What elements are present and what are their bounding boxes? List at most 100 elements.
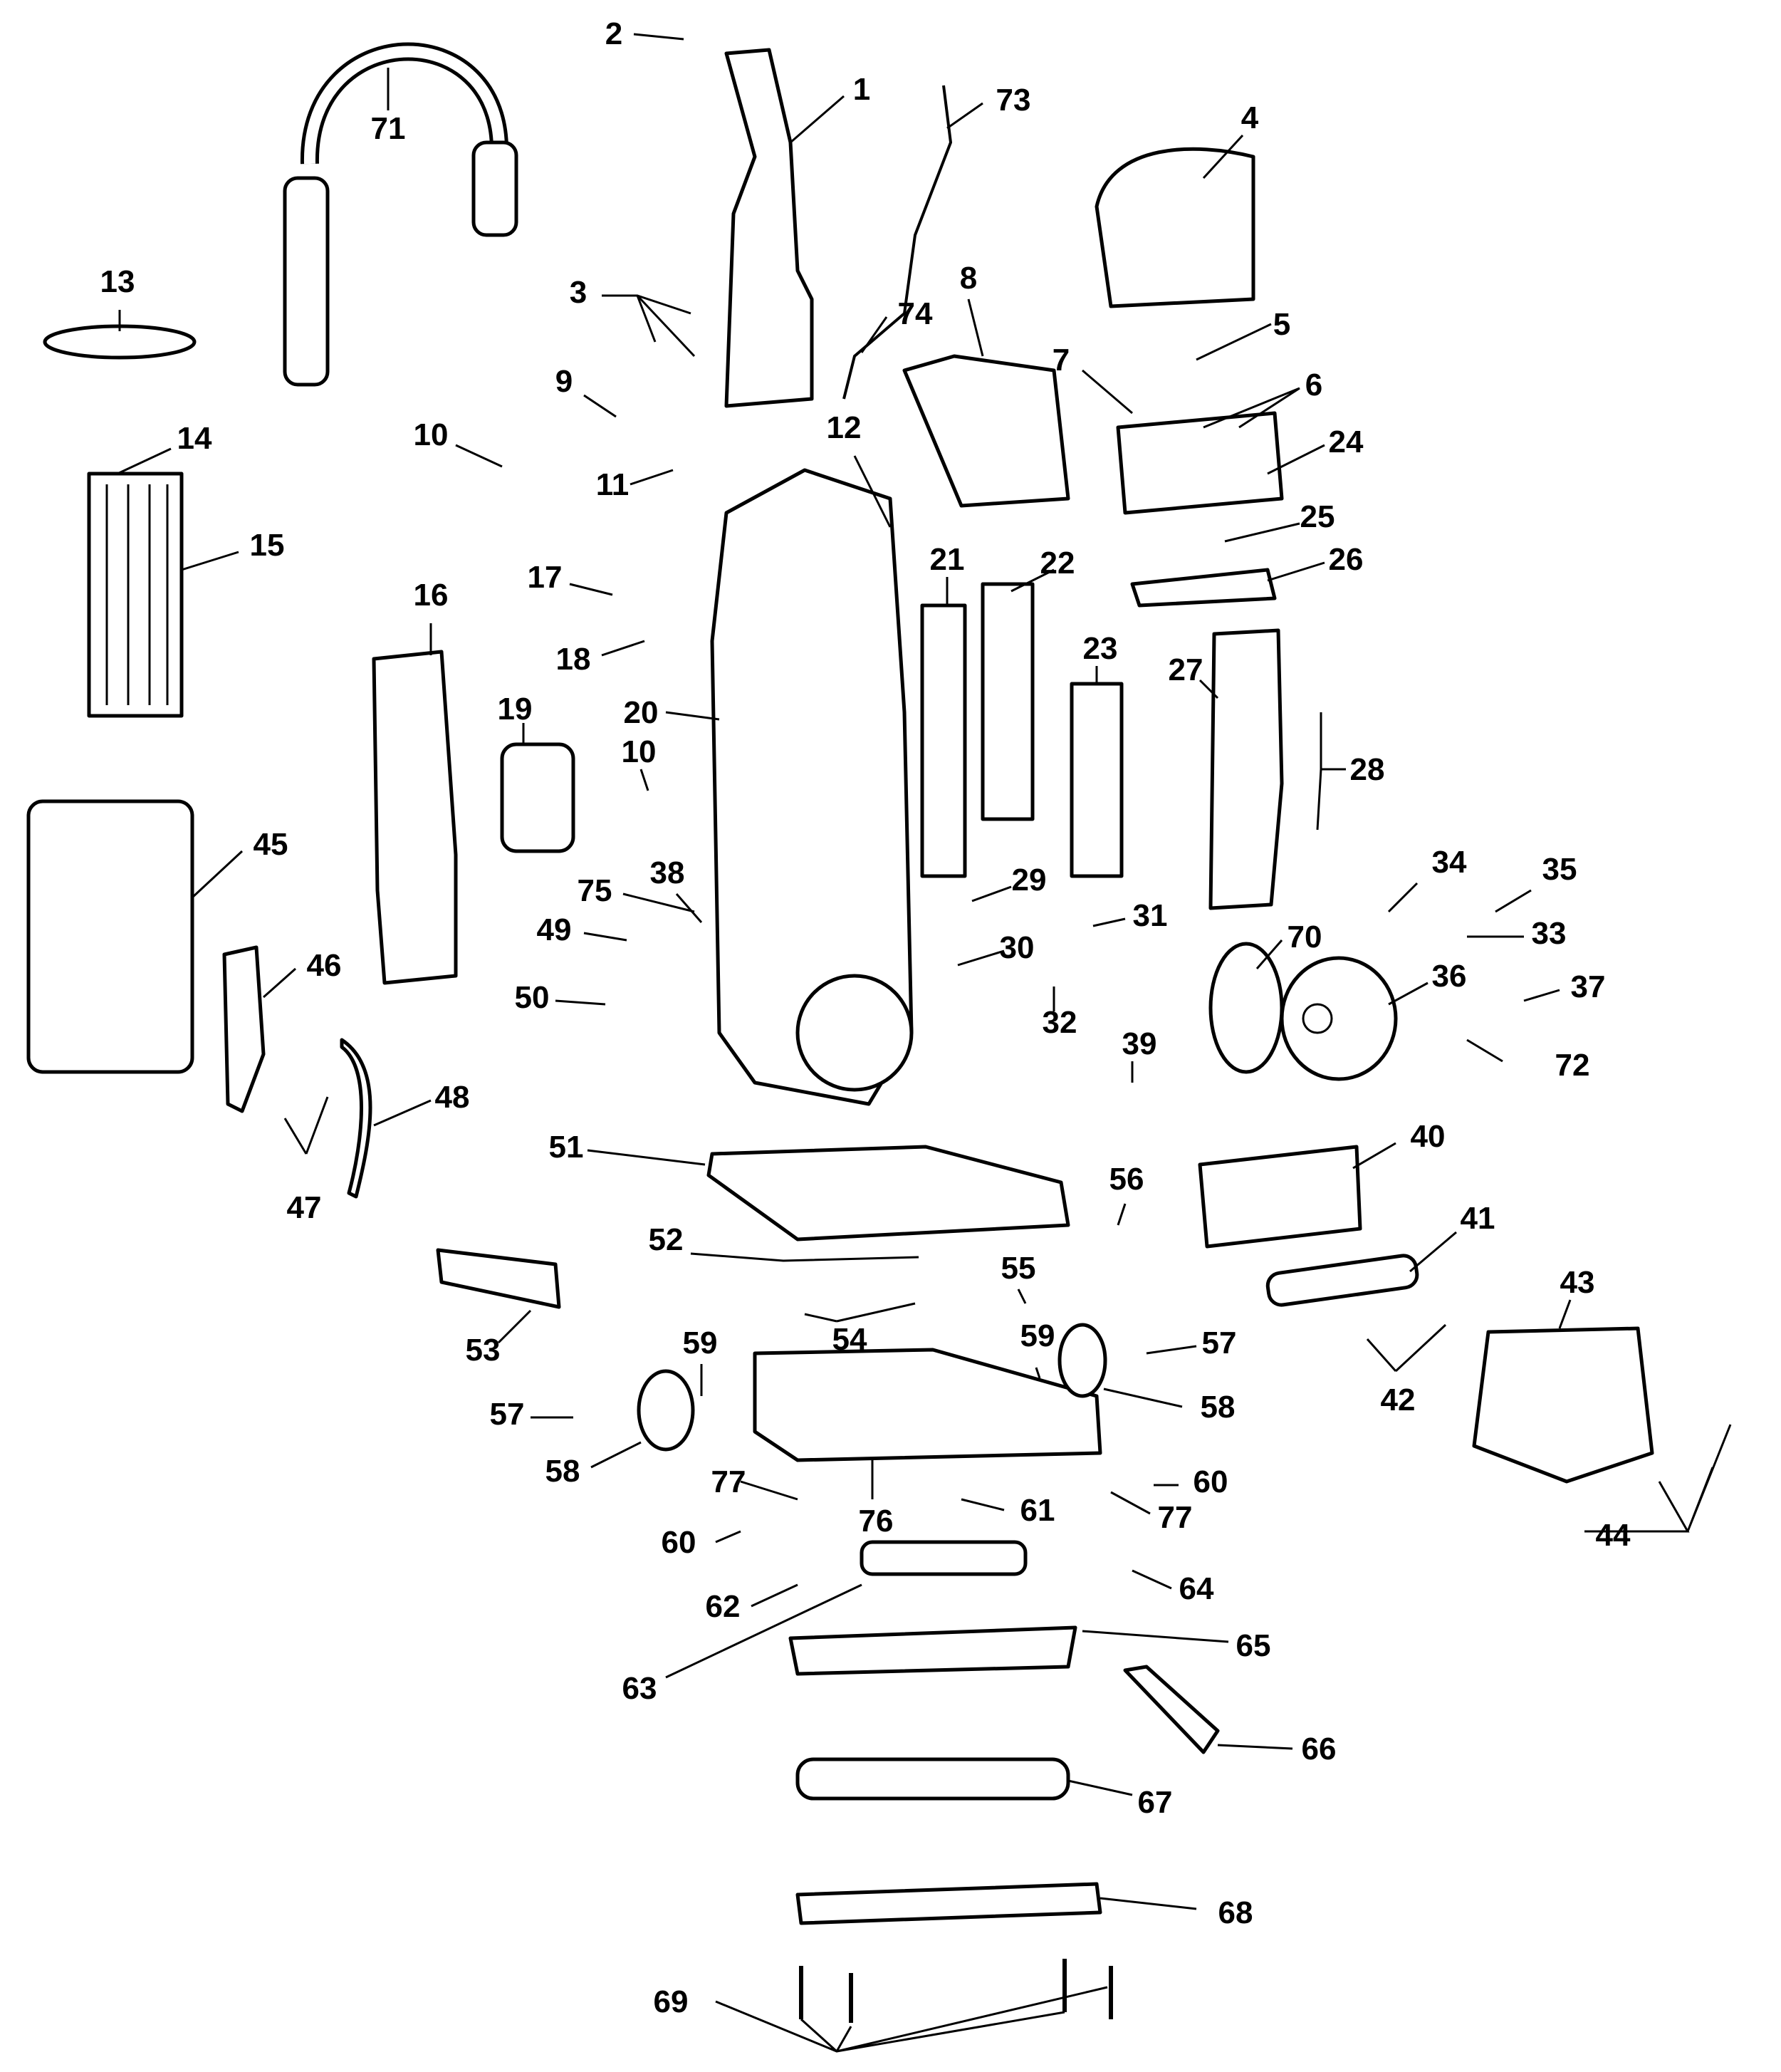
callout-label-28: 28 [1350, 752, 1385, 787]
leader-72 [1466, 1038, 1503, 1063]
callout-label-21: 21 [930, 542, 965, 577]
handle-1 [724, 48, 814, 408]
leader-58 [590, 1388, 1183, 1469]
callout-label-16: 16 [414, 578, 449, 613]
callout-label-11: 11 [596, 467, 630, 502]
motor-hub [1302, 1003, 1333, 1034]
leader-63 [665, 1583, 862, 1679]
leader-10a [455, 444, 503, 468]
leader-lines [117, 33, 1732, 2053]
leader-47 [283, 1096, 329, 1155]
callout-label-52: 52 [649, 1222, 684, 1257]
callout-label-20: 20 [624, 695, 659, 730]
callout-label-76: 76 [859, 1504, 894, 1539]
callout-label-59-b: 59 [1020, 1318, 1055, 1353]
leader-51 [587, 1149, 706, 1166]
callout-label-27: 27 [1169, 652, 1203, 687]
callout-label-1: 1 [853, 72, 870, 107]
leader-48 [373, 1099, 432, 1127]
leader-26 [1267, 561, 1325, 582]
callout-label-33: 33 [1532, 916, 1567, 951]
callout-label-44: 44 [1596, 1518, 1631, 1553]
leader-46 [263, 967, 296, 999]
callout-label-32: 32 [1043, 1005, 1077, 1040]
callout-label-73: 73 [996, 83, 1031, 118]
part-21 [920, 603, 967, 878]
wheel-58-left [637, 1369, 695, 1452]
leader-25 [1224, 522, 1300, 543]
callout-label-60-b: 60 [1194, 1464, 1228, 1499]
callout-label-8: 8 [960, 261, 977, 296]
parts-group [26, 42, 1654, 2023]
leader-30 [957, 949, 1005, 967]
part-40 [1198, 1145, 1362, 1249]
callout-label-3: 3 [570, 275, 587, 310]
callout-label-60: 60 [662, 1525, 696, 1560]
callout-label-68: 68 [1218, 1895, 1253, 1930]
callout-label-5: 5 [1273, 307, 1290, 342]
callout-label-57: 57 [490, 1397, 525, 1432]
callout-label-15: 15 [250, 528, 285, 563]
leader-49 [583, 932, 627, 942]
callout-label-67: 67 [1138, 1785, 1173, 1820]
leader-57 [531, 1345, 1197, 1419]
plate-68 [795, 1882, 1102, 1925]
callout-label-66: 66 [1302, 1732, 1337, 1766]
leader-24 [1267, 444, 1325, 475]
leader-22 [1010, 568, 1055, 593]
callout-label-12: 12 [827, 410, 862, 445]
callout-label-77: 77 [711, 1464, 746, 1499]
leader-66 [1217, 1744, 1293, 1750]
callout-label-74: 74 [898, 296, 933, 331]
filter-ribs [105, 484, 169, 705]
callout-label-34: 34 [1432, 845, 1467, 880]
leader-62 [751, 1583, 798, 1608]
callout-label-14: 14 [177, 421, 212, 456]
callout-label-71: 71 [371, 111, 406, 146]
callout-label-70: 70 [1288, 920, 1322, 954]
leader-35 [1495, 889, 1532, 913]
leader-53 [497, 1309, 532, 1344]
callout-label-36: 36 [1432, 959, 1467, 994]
leader-9 [583, 394, 617, 418]
leader-1 [790, 95, 845, 144]
leader-75 [622, 892, 695, 913]
callout-label-22: 22 [1040, 546, 1075, 581]
part-19 [500, 742, 575, 853]
callout-label-69: 69 [654, 1984, 689, 2019]
callout-label-40: 40 [1411, 1119, 1446, 1154]
callout-label-64: 64 [1179, 1571, 1214, 1606]
cup-4 [1095, 147, 1255, 308]
callout-label-57-b: 57 [1202, 1326, 1237, 1360]
leader-69 [715, 1986, 1108, 2053]
leader-4 [1202, 134, 1244, 179]
axle-63 [860, 1540, 1028, 1576]
leader-17 [569, 583, 613, 596]
callout-label-10: 10 [414, 417, 449, 452]
part-65 [788, 1625, 1077, 1676]
gasket-70 [1208, 942, 1284, 1074]
callout-label-19: 19 [498, 692, 533, 727]
belt-66 [1123, 1665, 1220, 1754]
leader-68 [1100, 1897, 1197, 1910]
callout-label-46: 46 [307, 948, 342, 983]
callout-label-10-b: 10 [622, 734, 657, 769]
leader-36 [1388, 982, 1429, 1006]
leader-73 [946, 102, 983, 130]
leader-52 [690, 1252, 919, 1262]
leader-42 [1366, 1323, 1447, 1373]
leader-20 [665, 711, 720, 721]
leader-3 [602, 294, 696, 358]
leader-10b [639, 769, 649, 791]
callout-label-72: 72 [1555, 1048, 1590, 1083]
screws-69 [799, 1959, 1113, 2023]
leader-65 [1082, 1630, 1229, 1643]
callout-label-17: 17 [528, 560, 563, 595]
motor-36 [1280, 956, 1398, 1081]
part-8 [902, 354, 1070, 508]
leader-2 [633, 33, 684, 41]
filter-15 [87, 472, 184, 718]
leader-77 [740, 1480, 1151, 1515]
